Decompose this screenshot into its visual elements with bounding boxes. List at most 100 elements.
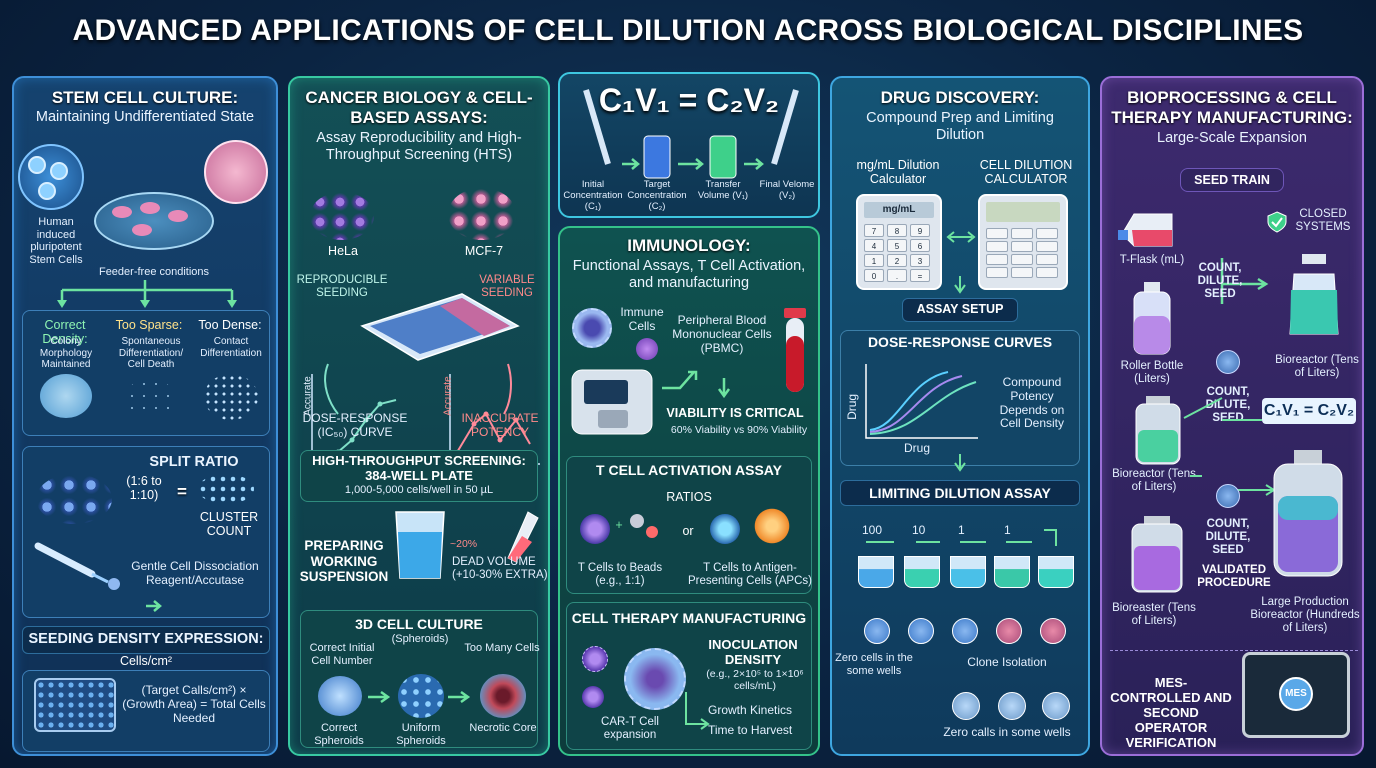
immunology-panel: IMMUNOLOGY: Functional Assays, T Cell Ac… (558, 226, 820, 756)
tcell-heading: T CELL ACTIVATION ASSAY (596, 462, 782, 478)
calc-key[interactable] (1011, 241, 1033, 252)
cluster-count-label: CLUSTER COUNT (199, 510, 259, 539)
bioreactor-bottle-icon (1289, 254, 1339, 335)
calc-key[interactable] (1036, 254, 1058, 265)
calc-key[interactable]: 6 (910, 239, 930, 252)
colony-icon (140, 202, 160, 214)
calc-key[interactable]: 0 (864, 269, 884, 282)
cell-cluster-icon (36, 474, 112, 524)
cart-cell-icon (624, 648, 686, 710)
arrow-down-icon (954, 454, 966, 472)
pbmc-label: Peripheral Blood Mononuclear Cells (PBMC… (672, 313, 772, 355)
arrow-down-icon (146, 600, 162, 612)
calc-key[interactable]: . (887, 269, 907, 282)
mes-label: MES-CONTROLLED AND SECOND OPERATOR VERIF… (1110, 675, 1232, 750)
axis-left-label: Accurate (302, 376, 314, 416)
inaccurate-label: INACCURATE POTENCY (461, 411, 539, 439)
bioreaster-label: Bioreaster (Tens of Liters) (1112, 602, 1196, 628)
preparing-label: PREPARING WORKING SUSPENSION (299, 538, 389, 585)
roller-label: Roller Bottle (Liters) (1120, 360, 1184, 386)
calc-key[interactable] (1036, 241, 1058, 252)
cell-well-icon (1040, 618, 1066, 644)
bead-icon (630, 514, 644, 528)
calc-key[interactable] (986, 254, 1008, 265)
immune-cell-small-icon (636, 338, 658, 360)
bio-subheading: Large-Scale Expansion (1157, 130, 1307, 146)
correct-desc: Colony Morphology Maintained (39, 336, 93, 370)
dead-volume-label: DEAD VOLUME (+10-30% EXTRA) (452, 556, 548, 582)
calc-key[interactable]: 8 (887, 224, 907, 237)
dose-box (840, 330, 1080, 466)
ipsc-cell-icon (28, 156, 46, 174)
check-shield-icon (1267, 211, 1287, 233)
inoculation-desc: (e.g., 2×10⁵ to 1×10⁶ cells/mL) (706, 668, 804, 693)
dissociation-label: Gentle Cell Dissociation Reagent/Accutas… (131, 559, 259, 587)
flow-arrows-2 (1183, 397, 1276, 496)
calc-key[interactable] (986, 241, 1008, 252)
calc-key[interactable] (1011, 254, 1033, 265)
divider (1110, 650, 1358, 651)
mes-gear-icon: MES (1279, 677, 1313, 711)
calc-key[interactable]: 4 (864, 239, 884, 252)
calc-key[interactable] (986, 228, 1008, 239)
necrotic-spheroid-icon (480, 674, 526, 718)
dose-response-chart (865, 364, 978, 439)
pipette-icon (34, 542, 120, 590)
sparse-desc: Spontaneous Differentiation/ Cell Death (118, 336, 184, 370)
calc-key[interactable]: 3 (910, 254, 930, 267)
colony-icon (132, 224, 152, 236)
cart-cell-small-icon (582, 686, 604, 708)
bioprocessing-panel: BIOPROCESSING & CELL THERAPY MANUFACTURI… (1100, 76, 1364, 756)
harvest-label: Time to Harvest (708, 723, 793, 737)
or-label: or (682, 524, 694, 538)
ipsc-label: Human induced pluripotent Stem Cells (29, 216, 83, 266)
page-title: ADVANCED APPLICATIONS OF CELL DILUTION A… (72, 14, 1304, 47)
bioreactor-icon (1135, 396, 1181, 465)
drug-subheading: Compound Prep and Limiting Dilution (866, 110, 1054, 144)
calc-key[interactable]: 5 (887, 239, 907, 252)
hela-cells-icon (310, 192, 374, 240)
pct20-label: ~20% (450, 538, 478, 550)
calc-key[interactable] (1036, 267, 1058, 278)
colony-icon (112, 206, 132, 218)
validated-label: VALIDATED PROCEDURE (1197, 564, 1271, 590)
calc-key[interactable] (1011, 228, 1033, 239)
inoculation-label: INOCULATION DENSITY (708, 637, 798, 667)
hts-desc: 1,000-5,000 cells/well in 50 µL (344, 484, 494, 496)
calc-key[interactable] (1011, 267, 1033, 278)
bead-icon (646, 526, 658, 538)
calc-display: mg/mL (864, 202, 934, 218)
calc-key[interactable]: 1 (864, 254, 884, 267)
mes-tablet-icon: MES (1242, 652, 1350, 738)
dilution-formula: C₁V₁ = C₂V₂ (598, 82, 780, 118)
hela-label: HeLa (328, 244, 358, 258)
cart-cell-small-icon (582, 646, 608, 672)
calc-key[interactable]: = (910, 269, 930, 282)
bioreactor1-label: Bioreactor (Tens of Liters) (1275, 354, 1359, 380)
tcell-icon (710, 514, 740, 544)
axis-right-label: Accurate (442, 376, 454, 416)
dose-heading: DOSE-RESPONSE CURVES (867, 334, 1053, 350)
cell-well-icon (952, 692, 980, 720)
calc-key[interactable]: 2 (887, 254, 907, 267)
ratios-label: RATIOS (666, 490, 712, 504)
closed-label: CLOSED SYSTEMS (1295, 208, 1351, 234)
immuno-heading: IMMUNOLOGY: (627, 236, 751, 255)
calc-key[interactable] (1036, 228, 1058, 239)
calc-key[interactable]: 7 (864, 224, 884, 237)
too-many-label: Too Many Cells (464, 642, 540, 654)
large-bioreactor-label: Large Production Bioreactor (Hundreds of… (1250, 596, 1360, 635)
plus-sign: + (615, 518, 623, 532)
calc-key[interactable] (986, 267, 1008, 278)
uniform-spheroid-icon (398, 674, 444, 718)
cell-well-icon (996, 618, 1022, 644)
cluster-icon (198, 474, 254, 504)
tcells-apc-label: T Cells to Antigen-Presenting Cells (APC… (688, 562, 812, 588)
bioreactor2-label: Bioreactor (Tens of Liters) (1112, 468, 1196, 494)
arrow-icon (662, 370, 698, 390)
calc-key[interactable]: 9 (910, 224, 930, 237)
lda-value-1: 100 (862, 523, 883, 537)
cancer-panel: CANCER BIOLOGY & CELL-BASED ASSAYS: Assa… (288, 76, 550, 756)
zero-calls-label: Zero calls in some wells (943, 725, 1071, 739)
